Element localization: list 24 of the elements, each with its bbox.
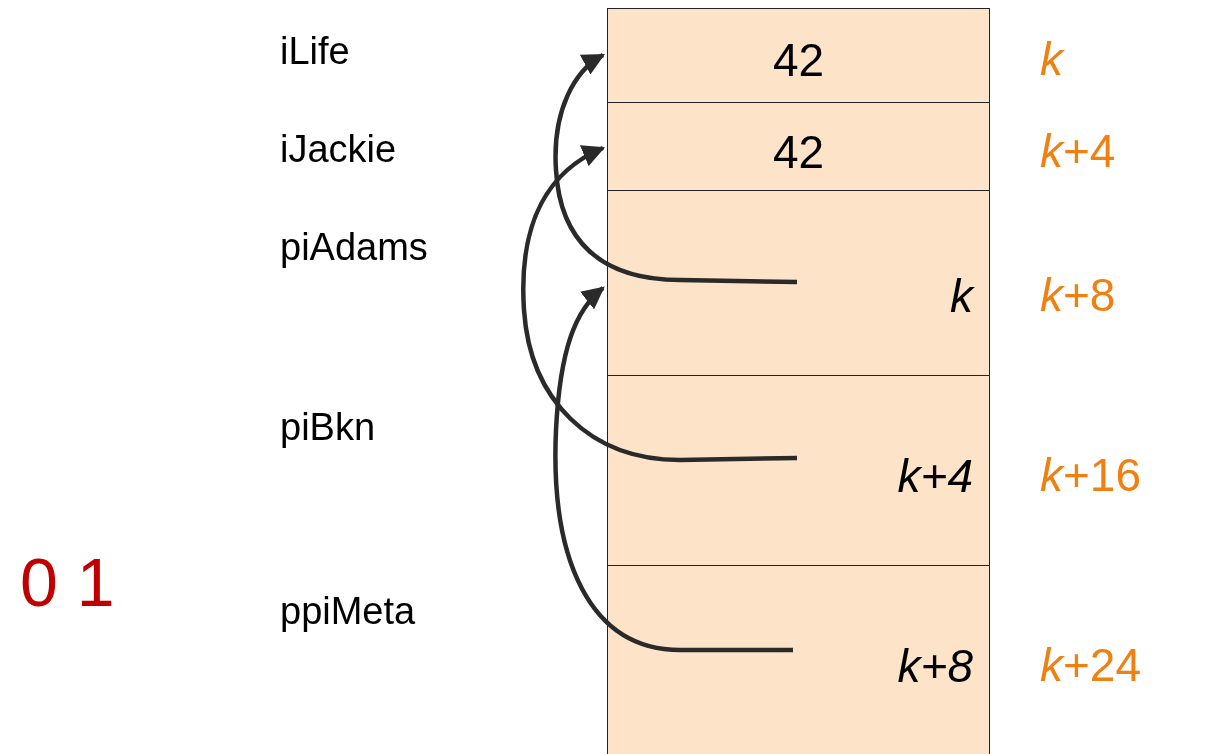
cell-value: k: [950, 273, 973, 319]
memory-cell: [607, 8, 990, 103]
cell-value: 42: [772, 37, 825, 83]
memory-cell: [607, 190, 990, 376]
address-label: k+4: [1040, 128, 1116, 174]
cell-value: k+8: [897, 643, 973, 689]
variable-name: iJackie: [280, 130, 397, 168]
pointer-arrow: [553, 53, 798, 285]
address-label: k+16: [1040, 452, 1142, 498]
variable-name: piAdams: [280, 228, 428, 266]
memory-cell: [607, 375, 990, 566]
memory-cell: [607, 102, 990, 191]
variable-name: piBkn: [280, 408, 376, 446]
address-label: k+24: [1040, 642, 1142, 688]
address-label: k: [1040, 36, 1063, 82]
address-label: k+8: [1040, 272, 1116, 318]
variable-name: ppiMeta: [280, 592, 416, 630]
pointer-arrow: [553, 286, 793, 653]
pointer-arrow: [521, 145, 798, 463]
memory-cell: [607, 565, 990, 754]
bit-label: 0 1: [20, 548, 115, 616]
variable-name: iLife: [280, 32, 350, 70]
cell-value: k+4: [897, 453, 973, 499]
cell-value: 42: [772, 129, 825, 175]
